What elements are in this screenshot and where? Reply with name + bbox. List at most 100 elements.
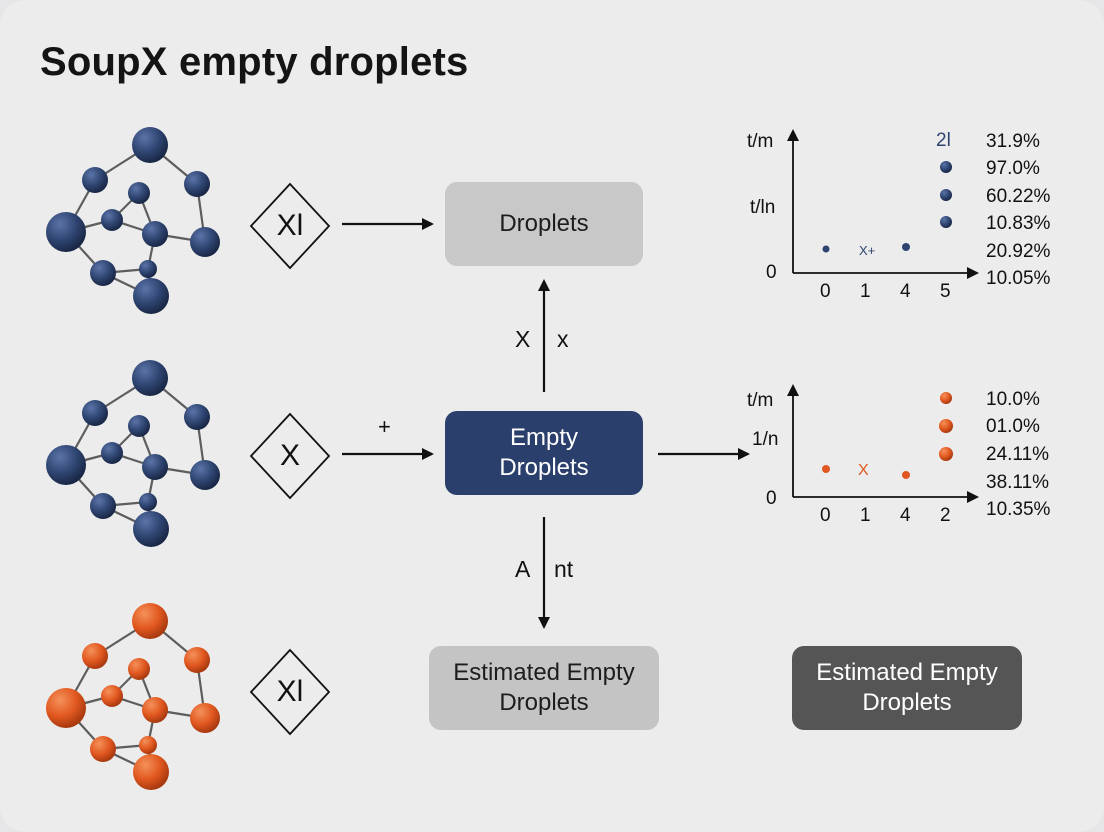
chart-bottom-point [822, 465, 830, 473]
node [190, 227, 220, 257]
node [46, 445, 86, 485]
node [132, 127, 168, 163]
chart-top-legend-marker [940, 189, 952, 201]
chart-bottom-legend-marker [939, 447, 953, 461]
node [190, 703, 220, 733]
estimated-label-line2: Droplets [499, 689, 589, 716]
chart-bottom-percent: 01.0% [986, 416, 1040, 437]
chart-bottom-percent: 24.11% [986, 444, 1050, 465]
chart-top-ytick-1: t/ln [750, 197, 776, 218]
node [184, 171, 210, 197]
node [90, 736, 116, 762]
chart-top-xtick: 1 [860, 281, 871, 302]
chart-top-point-label: X+ [859, 243, 876, 258]
chart-top-legend-marker [940, 161, 952, 173]
chart-top-axes [787, 129, 979, 279]
chart-bottom-percent: 10.35% [986, 499, 1051, 520]
chart-bottom-xtick: 4 [900, 505, 911, 526]
node [139, 493, 157, 511]
estimated-dark-label-line1: Estimated Empty [816, 659, 998, 686]
empty-droplets-label-line1: Empty [509, 424, 578, 451]
chart-top-legend-header: 2l [936, 130, 951, 151]
chart-top-percent: 10.83% [986, 213, 1051, 234]
diamond-middle [249, 412, 331, 500]
node [132, 360, 168, 396]
chart-bottom-legend-marker [939, 419, 953, 433]
estimated-empty-droplets-box: Estimated Empty Droplets [429, 646, 659, 730]
node [101, 685, 123, 707]
estimated-empty-droplets-dark-box: Estimated Empty Droplets [792, 646, 1022, 730]
empty-droplets-label-line2: Droplets [499, 454, 589, 481]
diamond-middle-label: X [279, 439, 300, 472]
chart-bottom-legend-marker [940, 392, 952, 404]
molecule-network-top [46, 127, 220, 314]
node [82, 643, 108, 669]
droplets-box: Droplets [445, 182, 643, 266]
node [46, 212, 86, 252]
chart-top-ytick-0: t/m [747, 131, 774, 152]
chart-top-percent: 10.05% [986, 268, 1051, 289]
node [133, 278, 169, 314]
node [184, 404, 210, 430]
diamond-top-label: Xl [276, 209, 304, 242]
molecule-network-bottom [46, 603, 220, 790]
chart-top-point [822, 245, 830, 253]
node [139, 260, 157, 278]
chart-bottom-ytick-0: t/m [747, 390, 774, 411]
chart-bottom-xtick: 1 [860, 505, 871, 526]
node [90, 493, 116, 519]
estimated-label-line1: Estimated Empty [453, 659, 635, 686]
chart-bottom-ytick-2: 0 [766, 488, 777, 509]
chart-bottom-percent: 38.11% [986, 472, 1050, 493]
node [142, 454, 168, 480]
chart-top-legend-marker [940, 216, 952, 228]
node [82, 400, 108, 426]
node [142, 221, 168, 247]
node [139, 736, 157, 754]
node [46, 688, 86, 728]
node [82, 167, 108, 193]
empty-droplets-box: Empty Droplets [445, 411, 643, 495]
chart-top-xtick: 0 [820, 281, 831, 302]
node [101, 209, 123, 231]
page-title: SoupX empty droplets [40, 40, 469, 84]
arrow-label-down-left: A [515, 556, 531, 582]
chart-bottom-xtick: 0 [820, 505, 831, 526]
node [184, 647, 210, 673]
chart-top-percent: 20.92% [986, 241, 1051, 262]
chart-bottom-xtick: 2 [940, 505, 951, 526]
chart-top-percent: 97.0% [986, 158, 1040, 179]
estimated-dark-label-line2: Droplets [862, 689, 952, 716]
node [142, 697, 168, 723]
droplets-label: Droplets [499, 210, 589, 237]
arrow-label-plus: + [378, 414, 391, 439]
chart-top-ytick-2: 0 [766, 262, 777, 283]
node [128, 415, 150, 437]
node [101, 442, 123, 464]
node [90, 260, 116, 286]
diamond-bottom-label: Xl [276, 675, 304, 708]
node [133, 754, 169, 790]
chart-bottom-ytick-1: 1/n [752, 429, 779, 450]
chart-bottom-axes [787, 384, 979, 503]
node [132, 603, 168, 639]
chart-top-point [902, 243, 910, 251]
arrow-label-up-left: X [515, 326, 531, 352]
molecule-network-middle [46, 360, 220, 547]
node [128, 658, 150, 680]
chart-top-xtick: 5 [940, 281, 951, 302]
diamond-bottom [249, 648, 331, 736]
arrow-label-down-right: nt [554, 556, 574, 582]
chart-top-percent: 60.22% [986, 186, 1051, 207]
chart-top-percent: 31.9% [986, 131, 1040, 152]
node [128, 182, 150, 204]
node [133, 511, 169, 547]
chart-bottom-point [902, 471, 910, 479]
chart-bottom-point-label: X [858, 462, 869, 479]
arrow-label-up-right: x [557, 326, 569, 352]
diamond-top [249, 182, 331, 270]
node [190, 460, 220, 490]
chart-top-xtick: 4 [900, 281, 911, 302]
